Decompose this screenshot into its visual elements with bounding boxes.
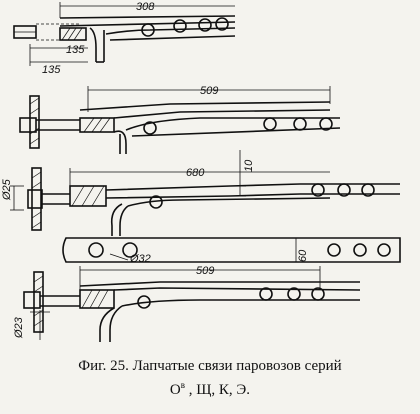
dim-diameter-25: Ø25 xyxy=(1,178,13,201)
figure-caption: Фиг. 25. Лапчатые связи паровозов серий xyxy=(78,358,342,374)
dim-diameter-32: Ø32 xyxy=(129,253,151,265)
dim-308: 308 xyxy=(136,1,155,13)
figure-caption-series: Ов , Щ, К, Э. xyxy=(0,380,420,399)
dim-680: 680 xyxy=(186,167,205,179)
dim-diameter-23: Ø23 xyxy=(13,316,25,339)
figure-5-coupling xyxy=(23,266,361,342)
series-rest: , Щ, К, Э. xyxy=(185,382,251,398)
series-o: О xyxy=(169,382,181,398)
dim-509-upper: 509 xyxy=(200,85,218,97)
figure-1-coupling xyxy=(13,2,236,66)
series-o-superscript: в xyxy=(180,380,186,390)
figure-3-coupling xyxy=(10,150,400,236)
figure-4-plate xyxy=(62,237,401,263)
figure-2-coupling xyxy=(19,86,341,154)
dim-135-upper: 135 xyxy=(66,44,85,56)
dim-60: 60 xyxy=(297,249,309,262)
dim-135-lower: 135 xyxy=(42,64,61,76)
dim-10: 10 xyxy=(243,159,255,172)
dim-509-lower: 509 xyxy=(196,265,214,277)
